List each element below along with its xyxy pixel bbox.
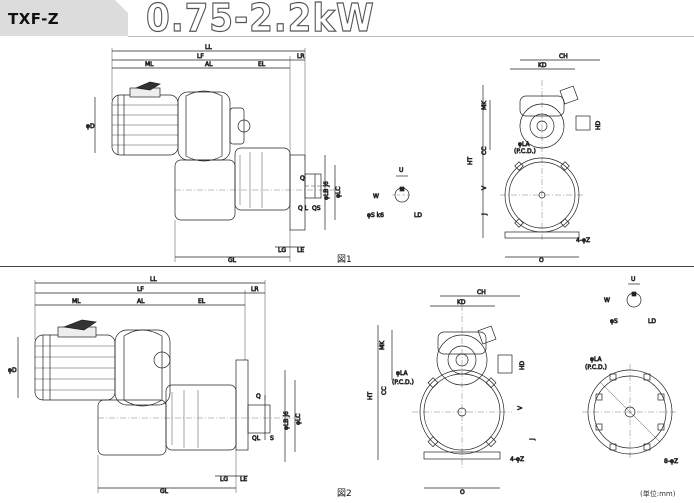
fig2-lb-label: φLB j6 (283, 411, 290, 430)
figure-2-caption: 図2 (337, 489, 352, 499)
fig1-q-label: Q (300, 175, 305, 182)
fig1-u-label: U (399, 167, 403, 174)
fig1-ht-label: HT (467, 156, 474, 165)
fig1-s-label: φS k6 (367, 212, 384, 219)
fig1-pcd-label: (P.C.D.) (514, 148, 536, 155)
fig1-front-view (482, 59, 600, 258)
fig2-flange-view (582, 364, 678, 460)
fig2-w-label: W (604, 297, 610, 304)
fig2-lr-label: LR (251, 286, 259, 293)
fig2-lc-label: φLC (295, 414, 302, 426)
fig2-kd-label: KD (457, 299, 466, 306)
fig1-v-label: V (481, 185, 488, 190)
fig2-ld-label: LD (648, 318, 656, 325)
fig1-gl-label: GL (228, 257, 237, 264)
fig1-mk-label: MK (481, 100, 488, 110)
fig2-ql-label: QL (252, 435, 261, 442)
fig2-al-label: AL (137, 298, 145, 305)
fig1-le-label: LE (297, 247, 304, 254)
power-range: 0.75-2.2kW (145, 0, 375, 41)
fig1-lb-label: φLB j6 (323, 181, 330, 200)
fig2-hd-label: HD (519, 360, 526, 370)
model-tab: TXF-Z (0, 0, 128, 36)
fig1-ql-label: Q L (298, 205, 309, 212)
fig2-u-label: U (631, 276, 635, 283)
fig2-gl-label: GL (160, 488, 169, 495)
header-rule (128, 36, 694, 37)
fig2-o-label: O (460, 489, 465, 496)
fig2-el-label: EL (198, 298, 206, 305)
fig1-cc-label: CC (481, 147, 488, 155)
fig1-shaft-end (392, 175, 412, 203)
model-name: TXF-Z (8, 10, 60, 28)
fig2-z-label: 4-φZ (510, 456, 524, 463)
fig1-al-label: AL (205, 61, 213, 68)
fig1-o-label: O (539, 257, 544, 264)
fig2-le-label: LE (240, 476, 247, 483)
fig1-ll-label: LL (205, 44, 212, 51)
fig1-z-label: 4-φZ (576, 237, 590, 244)
fig1-la-label: φLA (518, 141, 530, 148)
figure-1-side-view (94, 48, 336, 262)
fig2-mk-label: MK (379, 340, 386, 350)
fig2-qs-label: S (270, 435, 274, 442)
fig1-el-label: EL (258, 61, 266, 68)
fig1-lf-label: LF (197, 53, 204, 60)
fig1-w-label: W (373, 193, 379, 200)
fig2-v-label: V (517, 405, 524, 410)
fig2-shaft-end (626, 283, 642, 308)
fig2-ml-label: ML (72, 298, 81, 305)
fig2-z8-label: 8-φZ (664, 458, 678, 465)
fig1-ml-label: ML (145, 61, 154, 68)
fig1-j-label: J (481, 213, 488, 216)
fig1-ld-label: LD (414, 212, 422, 219)
fig1-qs-label: QS (312, 205, 321, 212)
fig1-lr-label: LR (297, 53, 305, 60)
header: TXF-Z 0.75-2.2kW (0, 0, 694, 41)
figure-1-caption: 図1 (337, 255, 352, 265)
figure-separator (0, 266, 694, 267)
fig2-la-label: φLA (396, 370, 408, 377)
fig2-ch-label: CH (477, 289, 486, 296)
fig2-s-label: φS (610, 318, 618, 325)
fig1-lc-label: φLC (335, 187, 342, 199)
fig2-j-label: J (529, 438, 536, 441)
fig2-flange-pcd-label: (P.C.D.) (585, 364, 607, 371)
fig1-hd-label: HD (595, 120, 602, 130)
fig2-lf-label: LF (137, 286, 144, 293)
fig2-lg-label: LG (220, 476, 228, 483)
figure-2-side-view (17, 280, 300, 493)
fig1-kd-label: KD (538, 62, 547, 69)
fig2-front-view (377, 295, 520, 489)
unit-note: (単位:mm) (640, 490, 676, 498)
fig2-cc-label: CC (381, 387, 388, 395)
fig2-ht-label: HT (367, 391, 374, 400)
fig1-ch-label: CH (559, 53, 568, 60)
fig2-q-label: Q (256, 393, 261, 400)
fig2-d-label: φD (8, 367, 17, 374)
fig2-ll-label: LL (150, 276, 157, 283)
fig1-d-label: φD (86, 123, 95, 130)
fig2-flange-la-label: φLA (590, 356, 602, 363)
fig2-pcd-label: (P.C.D.) (392, 379, 414, 386)
fig1-lg-label: LG (278, 247, 286, 254)
